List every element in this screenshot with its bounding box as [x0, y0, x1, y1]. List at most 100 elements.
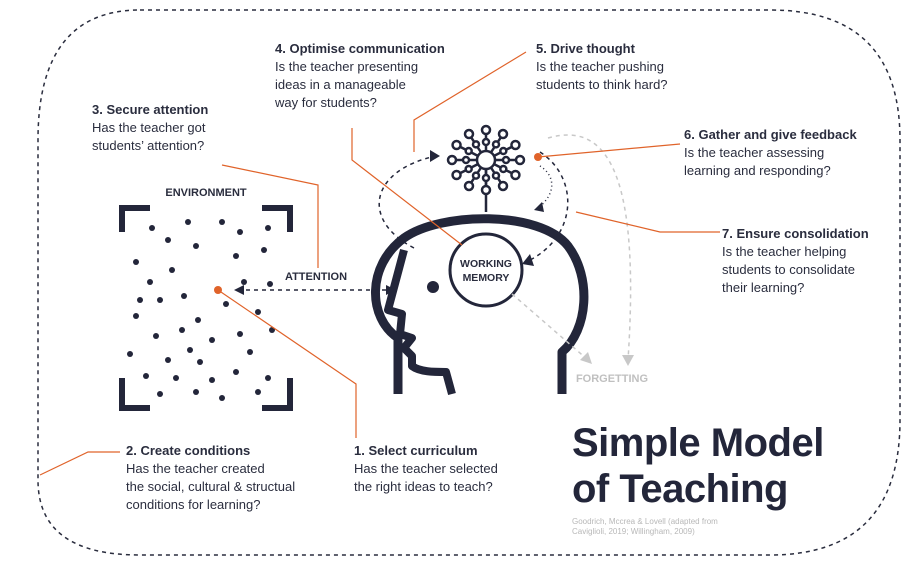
leader-secure-attention [221, 164, 319, 268]
step-line: way for students? [275, 95, 377, 110]
environment-dot [179, 327, 185, 333]
neuron-node [461, 155, 471, 165]
neuron-node [481, 173, 491, 183]
environment-dot [173, 375, 179, 381]
environment-dot [265, 225, 271, 231]
environment-dots [127, 219, 275, 401]
credit-line: Caviglioli, 2019; Willingham, 2009) [572, 527, 695, 536]
consolidation-grey-loop [547, 134, 632, 361]
environment-dot [185, 219, 191, 225]
step-select-curriculum: 1. Select curriculum Has the teacher sel… [354, 442, 498, 496]
environment-accent-dot [214, 286, 222, 294]
neuron-node [480, 124, 492, 136]
neuron-node [481, 137, 491, 147]
step-heading: 1. Select curriculum [354, 443, 478, 458]
source-credit: Goodrich, Mccrea & Lovell (adapted from … [572, 517, 718, 537]
step-heading: 4. Optimise communication [275, 41, 445, 56]
neuron-node [464, 164, 473, 174]
environment-label: ENVIRONMENT [165, 187, 247, 199]
environment-dot [137, 297, 143, 303]
credit-line: Goodrich, Mccrea & Lovell (adapted from [572, 517, 718, 526]
environment-dot [255, 389, 261, 395]
environment-dot [267, 281, 273, 287]
neuron-node [497, 128, 509, 140]
outer-dashed-boundary [37, 9, 901, 556]
leader-create-conditions [39, 451, 120, 476]
neuron-node [463, 180, 475, 192]
environment-dot [237, 229, 243, 235]
environment-dot [233, 369, 239, 375]
environment-dot [197, 359, 203, 365]
step-line: learning and responding? [684, 163, 831, 178]
environment-dot [223, 301, 229, 307]
environment-dot [261, 247, 267, 253]
environment-dot [255, 309, 261, 315]
feedback-dotted-loop [537, 165, 553, 209]
environment-dot [165, 237, 171, 243]
environment-dot [265, 375, 271, 381]
neuron-node [501, 155, 511, 165]
environment-dot [169, 267, 175, 273]
leader-drive-thought [413, 51, 527, 152]
step-line: conditions for learning? [126, 497, 261, 512]
step-optimise-communication: 4. Optimise communication Is the teacher… [275, 40, 445, 112]
step-ensure-consolidation: 7. Ensure consolidation Is the teacher h… [722, 225, 869, 297]
neuron-node [463, 128, 475, 140]
forgetting-label: FORGETTING [576, 373, 648, 385]
step-line: their learning? [722, 280, 805, 295]
environment-dot [233, 253, 239, 259]
leader-feedback [537, 143, 681, 158]
attention-label: ATTENTION [285, 271, 347, 283]
attention-loop-arrow [378, 155, 437, 249]
neuron-node [471, 171, 481, 180]
environment-dot [241, 279, 247, 285]
step-line: Is the teacher helping [722, 244, 847, 259]
leader-consolidation [575, 211, 720, 233]
head-eye [427, 281, 439, 293]
environment-dot [133, 259, 139, 265]
step-heading: 7. Ensure consolidation [722, 226, 869, 241]
neuron-node [499, 164, 508, 174]
step-line: students to consolidate [722, 262, 855, 277]
environment-dot [193, 389, 199, 395]
working-memory-label-line-1: WORKING [460, 258, 512, 270]
environment-dot [127, 351, 133, 357]
neuron-node [451, 169, 462, 181]
neuron-network-icon [446, 124, 526, 212]
step-line: Has the teacher created [126, 461, 265, 476]
environment-dot [133, 313, 139, 319]
arrowhead [522, 254, 534, 266]
environment-dot [181, 293, 187, 299]
step-heading: 6. Gather and give feedback [684, 127, 857, 142]
neuron-node [451, 139, 462, 151]
step-create-conditions: 2. Create conditions Has the teacher cre… [126, 442, 295, 514]
title-line: Simple Model [572, 421, 824, 465]
environment-dot [247, 349, 253, 355]
neuron-node [480, 184, 492, 196]
environment-dot [165, 357, 171, 363]
step-secure-attention: 3. Secure attention Has the teacher got … [92, 101, 208, 155]
forgetting-arrow [511, 293, 589, 361]
environment-dot [153, 333, 159, 339]
neuron-node [491, 140, 501, 149]
step-line: students’ attention? [92, 138, 205, 153]
environment-dot [147, 279, 153, 285]
neuron-node [497, 180, 509, 192]
environment-dot [193, 243, 199, 249]
arrowhead [534, 202, 544, 212]
working-memory-label-line-2: MEMORY [463, 272, 510, 284]
step-heading: 3. Secure attention [92, 102, 209, 117]
step-line: the right ideas to teach? [354, 479, 493, 494]
head-face-profile [384, 248, 456, 396]
step-line: Is the teacher assessing [684, 145, 825, 160]
step-line: students to think hard? [536, 77, 668, 92]
step-gather-feedback: 6. Gather and give feedback Is the teach… [684, 126, 857, 180]
neuron-node [491, 171, 501, 180]
step-line: Is the teacher presenting [275, 59, 419, 74]
neuron-node [510, 169, 521, 181]
environment-dot [143, 373, 149, 379]
arrowhead [622, 355, 634, 366]
neuron-node [514, 154, 526, 166]
main-title: Simple Model of Teaching [572, 420, 824, 512]
environment-dot [209, 377, 215, 383]
